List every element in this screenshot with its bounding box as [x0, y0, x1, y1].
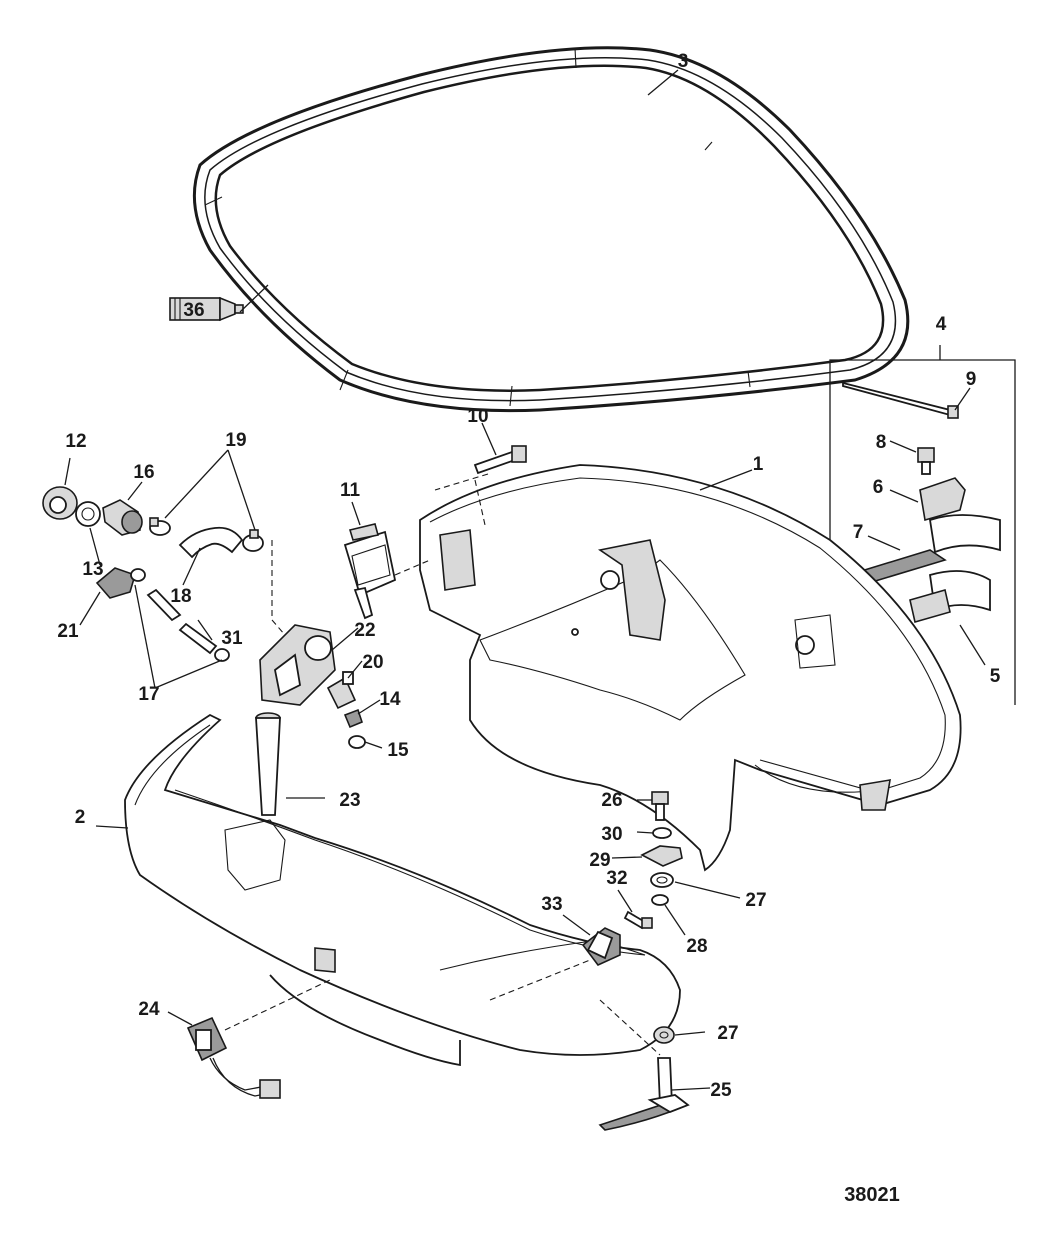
- callout-14: 14: [379, 689, 401, 710]
- washer-30: [652, 827, 672, 839]
- callout-10: 10: [467, 406, 488, 427]
- callout-32: 32: [606, 868, 627, 889]
- callout-8: 8: [876, 432, 887, 453]
- callout-31: 31: [221, 628, 243, 649]
- callout-21: 21: [57, 621, 79, 642]
- clip-14: [343, 708, 363, 729]
- screw-32: [623, 910, 653, 930]
- callout-13: 13: [82, 559, 103, 580]
- o-ring-15: [348, 735, 366, 749]
- callout-5: 5: [990, 666, 1001, 687]
- clamp-5: [909, 570, 991, 624]
- nut-12: [42, 486, 78, 520]
- callout-16: 16: [133, 462, 154, 483]
- callout-29: 29: [589, 850, 610, 871]
- plate-29: [640, 845, 683, 867]
- sealant-tube-36: [169, 296, 244, 322]
- callout-30: 30: [601, 824, 622, 845]
- callout-23: 23: [339, 790, 360, 811]
- flush-housing-22: [259, 624, 336, 706]
- callout-1: 1: [753, 454, 764, 475]
- grommet-27-lower: [653, 1026, 675, 1044]
- seal-gasket-3: [192, 46, 910, 413]
- bolt-10: [473, 445, 527, 475]
- callout-36: 36: [183, 300, 204, 321]
- callout-4: 4: [936, 314, 947, 335]
- cable-tie-9: [842, 381, 959, 419]
- callout-18: 18: [170, 586, 191, 607]
- clip-17b: [214, 648, 230, 662]
- o-ring-28: [651, 894, 669, 906]
- kit-bracket-4: [829, 359, 1016, 705]
- screw-8: [917, 447, 935, 475]
- cowl-port-2: [124, 713, 681, 1067]
- callout-27-lower: 27: [717, 1023, 738, 1044]
- latch-bracket-11: [343, 523, 397, 620]
- callout-2: 2: [75, 807, 86, 828]
- cap-21: [95, 567, 136, 599]
- hose-clamp-19b: [242, 529, 264, 552]
- cowl-starboard-1: [419, 464, 962, 872]
- callout-20: 20: [362, 652, 383, 673]
- callout-28: 28: [686, 936, 707, 957]
- figure-number: 38021: [844, 1184, 900, 1206]
- bracket-33: [581, 927, 621, 966]
- callout-26: 26: [601, 790, 622, 811]
- washer-13: [75, 501, 101, 527]
- tube-23: [255, 712, 281, 816]
- lever-25: [598, 1057, 690, 1131]
- fitting-16: [102, 499, 143, 536]
- callout-9: 9: [966, 369, 977, 390]
- clamp-6: [919, 477, 1001, 554]
- switch-harness-24: [186, 1016, 281, 1099]
- bolt-26: [651, 791, 669, 821]
- hose-18: [178, 526, 244, 559]
- hose-clamp-19a: [149, 517, 171, 536]
- callout-6: 6: [873, 477, 884, 498]
- callout-33: 33: [541, 894, 562, 915]
- fitting-20: [326, 671, 357, 710]
- callout-27-upper: 27: [745, 890, 766, 911]
- tube-31: [146, 588, 182, 622]
- callout-24: 24: [138, 999, 160, 1020]
- leader-lines: [64, 69, 986, 1091]
- callout-11: 11: [340, 480, 361, 501]
- clip-17a: [130, 568, 146, 582]
- callout-25: 25: [710, 1080, 732, 1101]
- callout-labels: 3 1 2 4 5 6 7 8 9 10 11 12 13 14 15 16 1…: [57, 51, 1000, 1101]
- callout-7: 7: [853, 522, 864, 543]
- callout-15: 15: [387, 740, 409, 761]
- grommet-27-upper: [650, 872, 674, 888]
- callout-3: 3: [678, 51, 689, 72]
- callout-12: 12: [65, 431, 86, 452]
- callout-22: 22: [354, 620, 375, 641]
- callout-19: 19: [225, 430, 246, 451]
- callout-17: 17: [138, 684, 159, 705]
